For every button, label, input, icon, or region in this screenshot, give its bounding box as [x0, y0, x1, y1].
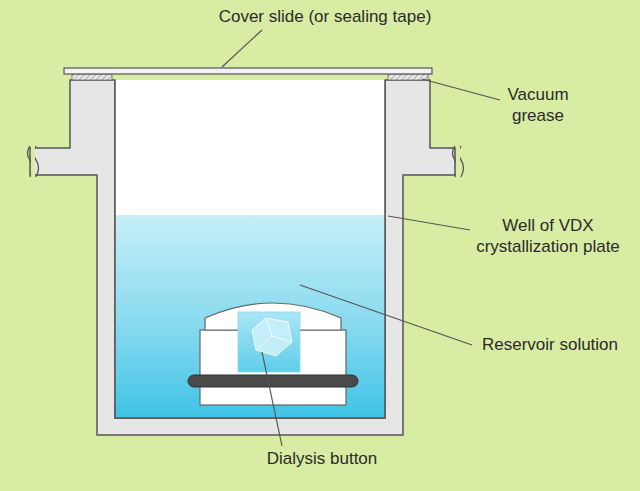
plate-outline: [30, 80, 455, 435]
callout-label: Vacuum grease: [498, 84, 578, 126]
leader-line: [262, 352, 282, 446]
leader-line: [300, 285, 472, 345]
leader-line: [422, 79, 500, 100]
well-interior: [115, 80, 385, 418]
dialysis-button: [188, 303, 358, 405]
reservoir-liquid: [115, 215, 385, 418]
cover-slide: [64, 68, 432, 74]
callout-label: Cover slide (or sealing tape): [175, 6, 475, 27]
vacuum-grease: [72, 74, 112, 80]
callout-label: Well of VDX crystallization plate: [463, 215, 633, 257]
leader-line: [222, 30, 262, 67]
callout-label: Dialysis button: [242, 448, 402, 469]
well-inner-wall: [115, 80, 385, 418]
callout-label: Reservoir solution: [470, 334, 630, 355]
leader-line: [388, 216, 470, 230]
